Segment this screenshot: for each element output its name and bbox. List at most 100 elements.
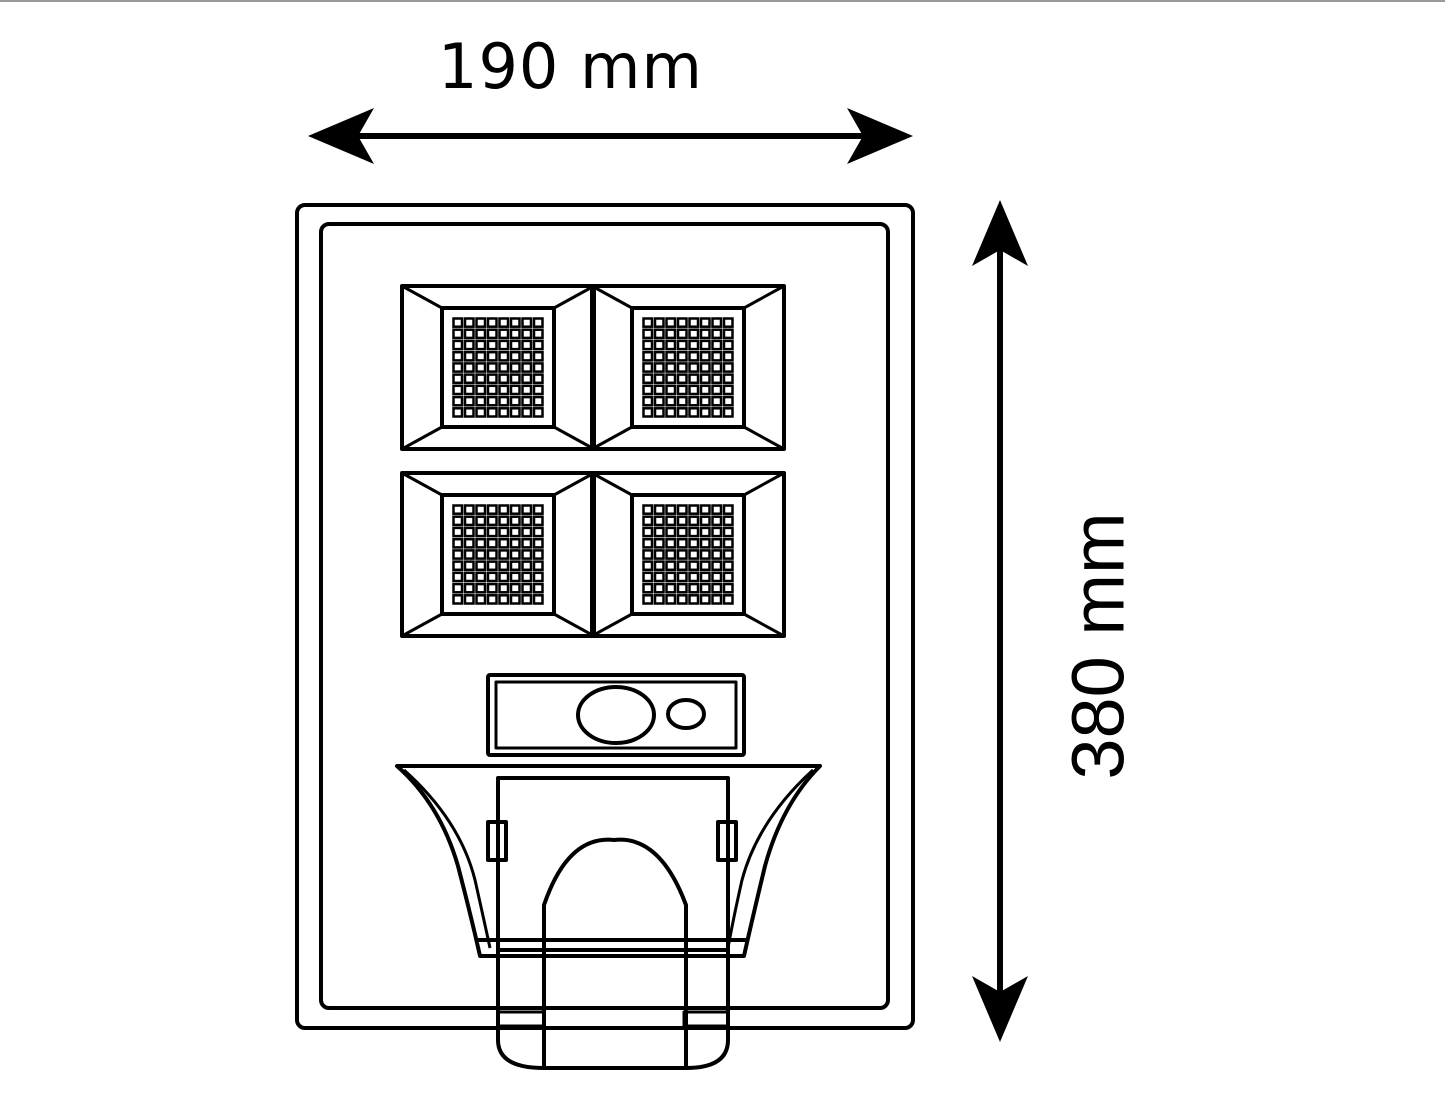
led-chip xyxy=(486,504,498,515)
led-chip xyxy=(642,560,654,572)
led-chip xyxy=(711,384,723,396)
led-chip xyxy=(699,571,711,583)
led-chip xyxy=(509,515,521,527)
led-chip xyxy=(642,317,654,328)
led-chip xyxy=(722,407,734,418)
pir-sensor-lens xyxy=(576,685,656,745)
led-chip xyxy=(711,407,723,418)
led-chip xyxy=(475,407,487,418)
led-chip xyxy=(711,549,723,560)
led-chip xyxy=(498,339,510,351)
led-chip xyxy=(486,362,498,373)
led-chip xyxy=(722,384,734,396)
led-chip xyxy=(521,594,533,605)
led-chip xyxy=(509,339,521,351)
led-chip xyxy=(699,339,711,351)
led-chip xyxy=(463,582,475,594)
led-chip xyxy=(711,328,723,340)
led-chip xyxy=(532,407,544,418)
led-chip xyxy=(665,350,677,362)
led-chip xyxy=(463,384,475,396)
led-chip xyxy=(699,373,711,385)
led-chip xyxy=(475,328,487,340)
led-chip xyxy=(532,549,544,560)
led-chip xyxy=(711,350,723,362)
led-chip xyxy=(676,317,688,328)
led-chip xyxy=(452,526,464,538)
led-chip xyxy=(676,515,688,527)
led-chip xyxy=(475,317,487,328)
led-chip xyxy=(676,384,688,396)
led-chip xyxy=(688,594,700,605)
top-border-line xyxy=(0,0,1445,2)
led-chip xyxy=(688,362,700,373)
led-chip xyxy=(498,560,510,572)
led-chip xyxy=(676,571,688,583)
led-chip xyxy=(509,395,521,407)
led-chip xyxy=(498,317,510,328)
led-chip xyxy=(486,537,498,549)
led-chip xyxy=(699,537,711,549)
led-chip xyxy=(711,594,723,605)
led-chip xyxy=(722,549,734,560)
led-chip xyxy=(509,504,521,515)
led-chip xyxy=(498,594,510,605)
led-chip xyxy=(486,594,498,605)
led-chip xyxy=(452,515,464,527)
led-chip xyxy=(452,594,464,605)
led-chip xyxy=(642,537,654,549)
led-chip xyxy=(463,537,475,549)
led-chip xyxy=(486,339,498,351)
led-chip xyxy=(642,571,654,583)
led-chip xyxy=(642,395,654,407)
led-chip xyxy=(486,407,498,418)
led-chip xyxy=(653,526,665,538)
led-chip xyxy=(452,560,464,572)
led-chip xyxy=(452,350,464,362)
led-chip xyxy=(676,560,688,572)
led-chip xyxy=(452,317,464,328)
led-chip xyxy=(475,537,487,549)
led-chip xyxy=(642,549,654,560)
led-chip xyxy=(665,549,677,560)
led-chip xyxy=(699,317,711,328)
led-chip xyxy=(642,339,654,351)
light-sensor-lens xyxy=(666,698,706,730)
led-chip xyxy=(642,350,654,362)
led-chip xyxy=(498,549,510,560)
led-chip xyxy=(665,515,677,527)
led-chip xyxy=(475,549,487,560)
led-chip xyxy=(452,339,464,351)
led-chip xyxy=(498,328,510,340)
led-chip xyxy=(722,537,734,549)
led-chip xyxy=(532,384,544,396)
led-chip xyxy=(486,350,498,362)
led-chip xyxy=(498,407,510,418)
led-chip xyxy=(676,549,688,560)
height-dimension-arrow xyxy=(972,200,1028,1042)
led-chip xyxy=(498,504,510,515)
led-chip xyxy=(722,571,734,583)
led-chip xyxy=(699,407,711,418)
led-chip xyxy=(653,504,665,515)
led-chip xyxy=(532,594,544,605)
led-chip xyxy=(676,594,688,605)
led-chip xyxy=(509,537,521,549)
led-chip xyxy=(665,317,677,328)
led-chip xyxy=(653,407,665,418)
led-chip xyxy=(688,317,700,328)
led-chip xyxy=(688,537,700,549)
led-chip xyxy=(509,384,521,396)
led-chip xyxy=(532,328,544,340)
led-chip xyxy=(509,549,521,560)
led-chip xyxy=(665,373,677,385)
led-chip xyxy=(498,384,510,396)
led-chip xyxy=(452,549,464,560)
led-chip xyxy=(452,582,464,594)
led-chip xyxy=(475,339,487,351)
led-chip xyxy=(486,515,498,527)
led-chip xyxy=(722,504,734,515)
led-chip xyxy=(653,582,665,594)
led-chip xyxy=(509,582,521,594)
